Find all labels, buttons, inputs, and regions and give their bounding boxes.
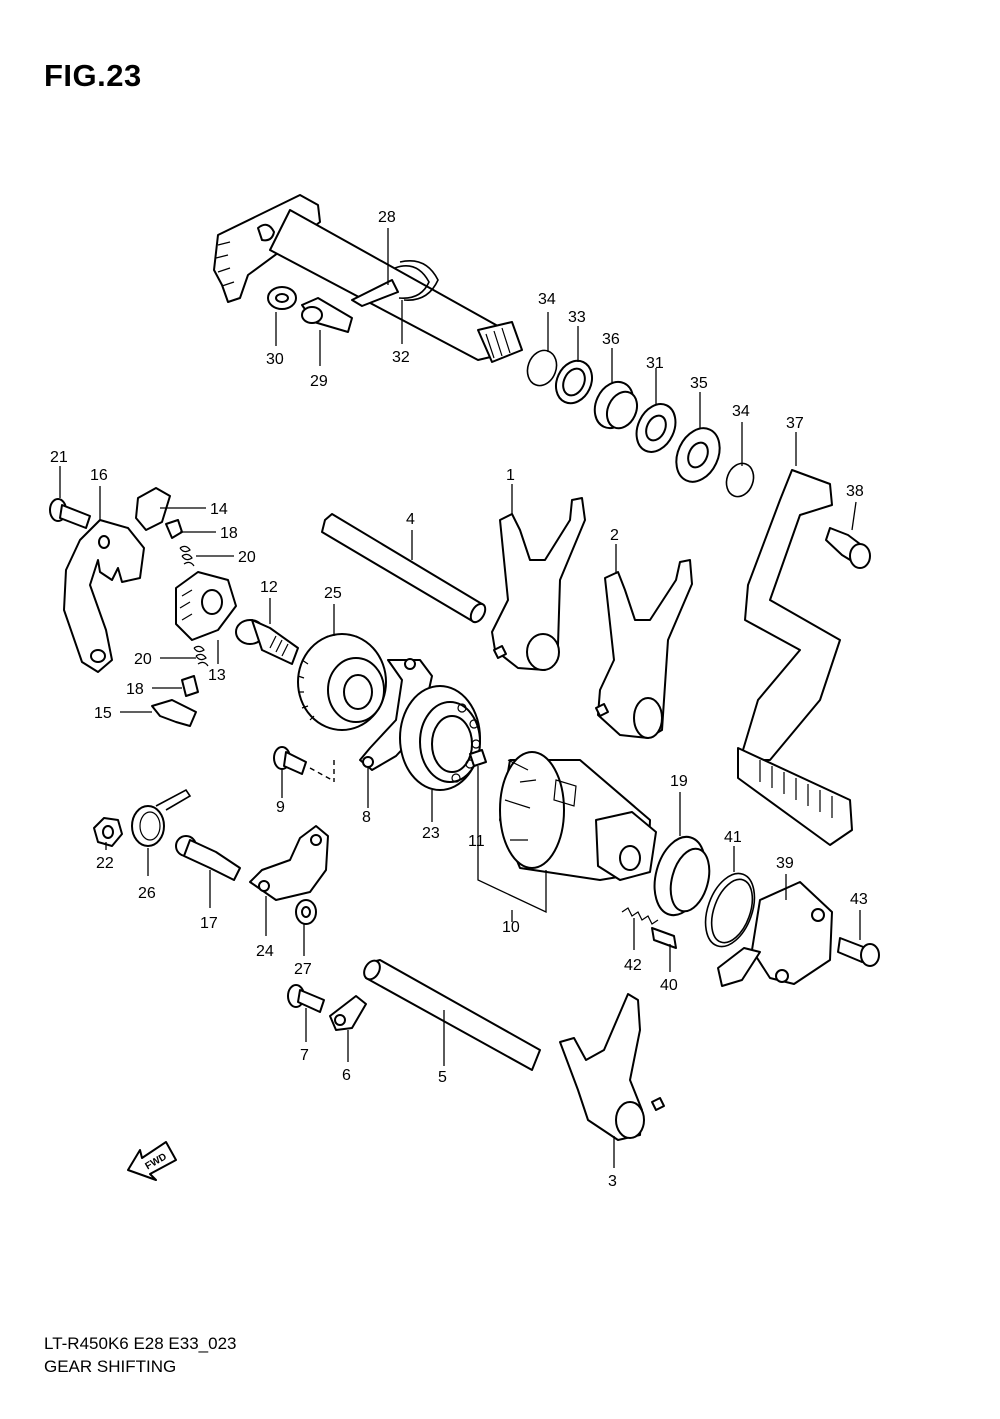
bolt-part-29	[301, 297, 353, 333]
spring-part-42	[621, 907, 659, 925]
gearshift-shaft-part	[213, 194, 523, 363]
bolt-part-43	[837, 937, 880, 967]
callout-16: 16	[90, 467, 108, 484]
callout-19: 19	[670, 773, 688, 790]
spring-part-26	[131, 788, 192, 847]
callout-36: 36	[602, 331, 620, 348]
bearing-part-36	[593, 380, 639, 430]
callout-34-upper: 34	[538, 291, 556, 308]
callout-28: 28	[378, 209, 396, 226]
callout-22: 22	[96, 855, 114, 872]
callout-35: 35	[690, 375, 708, 392]
callout-29: 29	[310, 373, 328, 390]
washer-part-33	[555, 359, 593, 405]
callout-6: 6	[342, 1067, 351, 1084]
callout-26: 26	[138, 885, 156, 902]
callout-11: 11	[468, 833, 485, 850]
pin-part-18-upper	[165, 519, 183, 539]
cap-part-14	[135, 487, 171, 531]
stopper-part-15	[151, 699, 197, 727]
plate-part-8	[359, 658, 433, 771]
callout-17: 17	[200, 915, 218, 932]
fork-shaft-part-4	[321, 513, 487, 624]
o-ring-part-41	[704, 872, 756, 948]
callout-30: 30	[266, 351, 284, 368]
plate-part-6	[329, 995, 367, 1031]
circlip-part-34-lower	[725, 462, 755, 498]
callout-10: 10	[502, 919, 520, 936]
callout-42: 42	[624, 957, 642, 974]
fwd-arrow-icon: FWD	[127, 1141, 177, 1181]
bolt-part-17	[175, 835, 241, 881]
washer-part-35	[675, 427, 721, 483]
shift-fork-part-3	[559, 993, 665, 1141]
callout-20-upper: 20	[238, 549, 256, 566]
shift-arm-part-24	[249, 825, 329, 901]
callout-12: 12	[260, 579, 278, 596]
pin-part-18-lower	[181, 675, 199, 697]
screw-part-7	[287, 984, 325, 1013]
callout-13: 13	[208, 667, 226, 684]
spring-part-20-lower	[193, 645, 209, 667]
callout-38: 38	[846, 483, 864, 500]
bolt-part-38	[825, 527, 871, 569]
screw-part-9	[273, 746, 335, 782]
callout-9: 9	[276, 799, 285, 816]
bolt-part-12	[235, 619, 299, 665]
callout-39: 39	[776, 855, 794, 872]
screw-part-21	[49, 498, 91, 529]
callout-7: 7	[300, 1047, 309, 1064]
callout-labels: 28 30 29 32 34 33 36 31 35 34 37 38 1 2 …	[50, 209, 868, 1190]
callout-18-lower: 18	[126, 681, 144, 698]
gearshift-cam-part-10	[499, 751, 657, 881]
callout-33: 33	[568, 309, 586, 326]
leader-lines	[59, 228, 861, 1168]
diagram-footer: LT-R450K6 E28 E33_023 GEAR SHIFTING	[44, 1332, 237, 1378]
fork-shaft-part-5	[363, 959, 541, 1071]
oil-seal-part-31	[635, 403, 677, 453]
callout-43: 43	[850, 891, 868, 908]
callout-40: 40	[660, 977, 678, 994]
callout-1: 1	[506, 467, 515, 484]
bearing-part-19	[653, 835, 711, 917]
callout-21: 21	[50, 449, 68, 466]
callout-15: 15	[94, 705, 112, 722]
callout-14: 14	[210, 501, 228, 518]
shift-fork-part-1	[491, 497, 586, 671]
gear-position-sensor-part-39	[717, 881, 833, 987]
callout-18-upper: 18	[220, 525, 238, 542]
washer-part-27	[295, 899, 317, 925]
cam-gear-part-25	[297, 633, 387, 731]
callout-32: 32	[392, 349, 410, 366]
bearing-part-23	[399, 685, 481, 791]
spring-part-20-upper	[179, 545, 195, 567]
washer-part-30	[267, 286, 297, 310]
callout-2: 2	[610, 527, 619, 544]
callout-3: 3	[608, 1173, 617, 1190]
shift-fork-part-2	[595, 559, 693, 739]
pin-part-40	[651, 927, 677, 949]
callout-41: 41	[724, 829, 742, 846]
callout-24: 24	[256, 943, 274, 960]
callout-34-lower: 34	[732, 403, 750, 420]
figure-title: FIG.23	[44, 58, 142, 93]
callout-20-lower: 20	[134, 651, 152, 668]
callout-23: 23	[422, 825, 440, 842]
callout-27: 27	[294, 961, 312, 978]
callout-25: 25	[324, 585, 342, 602]
callout-31: 31	[646, 355, 664, 372]
callout-4: 4	[406, 511, 415, 528]
pin-part-11	[469, 749, 487, 767]
callout-5: 5	[438, 1069, 447, 1086]
nut-part-22	[93, 817, 123, 847]
cam-stopper-part-13	[175, 571, 237, 641]
callout-8: 8	[362, 809, 371, 826]
diagram-code: LT-R450K6 E28 E33_023	[44, 1334, 237, 1353]
callout-37: 37	[786, 415, 804, 432]
stopper-plate-part-16	[63, 519, 145, 673]
diagram-name: GEAR SHIFTING	[44, 1357, 177, 1376]
gearshift-lever-part-37	[737, 469, 853, 846]
